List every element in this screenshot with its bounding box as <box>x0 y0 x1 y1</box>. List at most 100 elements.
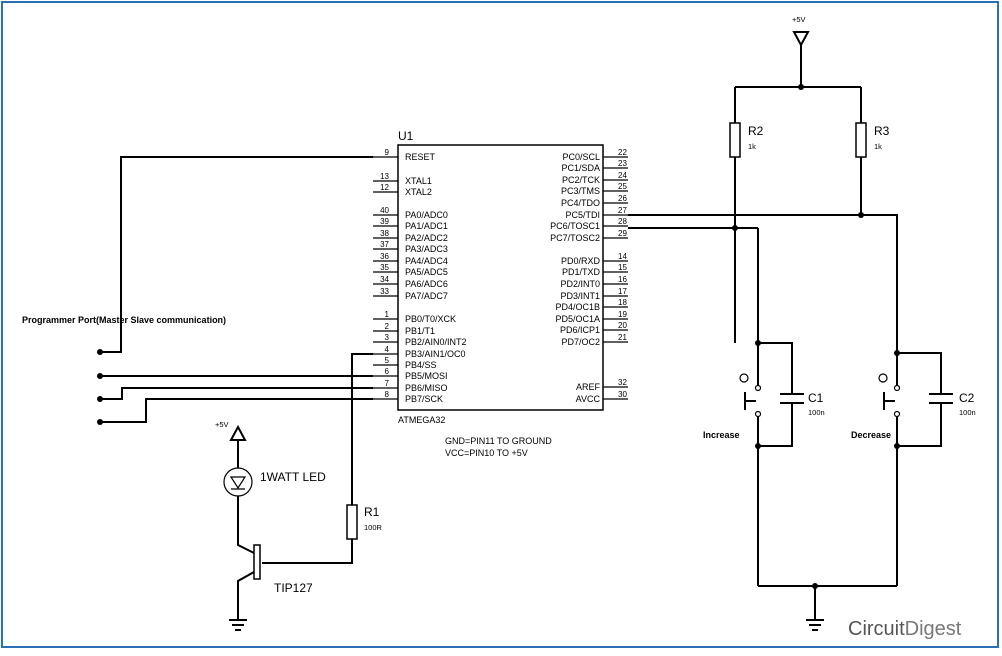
wire-ground <box>758 585 897 620</box>
wire-led-collector <box>237 496 255 554</box>
junction-c2-bottom <box>894 443 900 449</box>
pin-number: 33 <box>380 287 389 296</box>
note-vcc: VCC=PIN10 TO +5V <box>445 448 528 458</box>
port-pin-miso <box>97 396 103 402</box>
pin-name: PD5/OC1A <box>555 314 600 324</box>
logo-circuit: Circuit <box>848 618 905 640</box>
pin-name: PA3/ADC3 <box>405 244 448 254</box>
pin-number: 1 <box>385 310 390 319</box>
pin-name: PB0/T0/XCK <box>405 314 456 324</box>
wire-c1-bottom <box>758 403 793 447</box>
pin-number: 21 <box>618 333 627 342</box>
pin-number: 14 <box>618 252 627 261</box>
btn-dec-contact-top <box>893 384 901 392</box>
pin-name: PD7/OC2 <box>561 337 600 347</box>
pin-name: PA1/ADC1 <box>405 221 448 231</box>
led-label: 1WATT LED <box>260 470 326 484</box>
circuitdigest-logo: CircuitDigest <box>848 618 962 640</box>
pin-number: 6 <box>385 367 390 376</box>
led-power-label: +5V <box>215 420 229 429</box>
pin-number: 19 <box>618 310 627 319</box>
btn-dec-contact-bottom <box>893 410 901 418</box>
wire-c1-top <box>758 342 793 394</box>
pin-name: PB3/AIN1/OC0 <box>405 349 466 359</box>
pin-number: 24 <box>618 171 627 180</box>
pin-name: PC2/TCK <box>562 175 600 185</box>
pin-name: PC4/TDO <box>561 198 600 208</box>
junction-c1-bottom <box>755 443 761 449</box>
led-circle <box>223 467 253 497</box>
wire-reset <box>100 156 373 353</box>
pin-number: 34 <box>380 275 389 284</box>
pin-number: 23 <box>618 159 627 168</box>
pin-number: 9 <box>385 148 390 157</box>
pin-name: PA4/ADC4 <box>405 256 448 266</box>
wire-r1-base <box>262 539 353 564</box>
wire-pb3 <box>351 353 373 505</box>
pin-name: XTAL2 <box>405 187 432 197</box>
pin-name: PD6/ICP1 <box>560 325 600 335</box>
c1-value: 100n <box>808 408 825 417</box>
pin-number: 7 <box>385 379 390 388</box>
c2-value: 100n <box>959 408 976 417</box>
pin-number: 20 <box>618 321 627 330</box>
logo-digest: Digest <box>905 618 962 640</box>
r3-value: 1k <box>874 142 882 151</box>
wire-c2-bottom <box>897 403 942 447</box>
pin-name: PD3/INT1 <box>560 291 600 301</box>
capacitor-c2 <box>929 393 953 404</box>
junction-ground <box>812 583 818 589</box>
pin-number: 28 <box>618 217 627 226</box>
pin-name: PB2/AIN0/INT2 <box>405 337 467 347</box>
pin-number: 18 <box>618 298 627 307</box>
pin-number: 3 <box>385 333 390 342</box>
mcu-part: ATMEGA32 <box>398 415 445 425</box>
resistor-r3 <box>855 122 867 158</box>
c1-ref: C1 <box>808 391 824 405</box>
pin-name: PB5/MOSI <box>405 371 448 381</box>
pin-name: PC1/SDA <box>561 163 600 173</box>
transistor-label: TIP127 <box>274 581 313 595</box>
pin-name: PC7/TOSC2 <box>550 233 600 243</box>
resistor-r1 <box>346 504 358 540</box>
port-pin-sck <box>97 419 103 425</box>
pin-number: 27 <box>618 206 627 215</box>
pin-number: 30 <box>618 390 627 399</box>
pin-number: 32 <box>618 378 627 387</box>
capacitor-c1 <box>780 393 804 404</box>
pin-number: 2 <box>385 322 390 331</box>
pin-number: 40 <box>380 206 389 215</box>
pin-name: PB1/T1 <box>405 326 435 336</box>
pin-number: 37 <box>380 240 389 249</box>
r2-ref: R2 <box>748 124 764 138</box>
pin-name: PD2/INT0 <box>560 279 600 289</box>
r2-value: 1k <box>748 142 756 151</box>
decrease-label: Decrease <box>851 430 891 440</box>
pin-name: PA0/ADC0 <box>405 210 448 220</box>
ground-icon-led <box>229 619 247 631</box>
port-pin-mosi <box>97 373 103 379</box>
logo-text: CircuitDigest <box>848 618 962 640</box>
programmer-port-label: Programmer Port(Master Slave communicati… <box>22 315 226 325</box>
r3-ref: R3 <box>874 124 890 138</box>
pin-number: 29 <box>618 229 627 238</box>
transistor-base <box>253 544 261 580</box>
pin-name: PC5/TDI <box>565 210 600 220</box>
junction-pc6 <box>732 225 738 231</box>
pin-number: 35 <box>380 263 389 272</box>
pin-number: 22 <box>618 148 627 157</box>
pin-number: 12 <box>380 183 389 192</box>
btn-inc-contact-top <box>754 384 762 392</box>
wire-miso <box>100 387 373 400</box>
pin-name: PB6/MISO <box>405 383 448 393</box>
pin-name: XTAL1 <box>405 176 432 186</box>
button-decrease <box>883 392 895 410</box>
pin-name: RESET <box>405 152 436 162</box>
wire-5v-rail <box>735 45 861 88</box>
diode-icon <box>229 476 247 490</box>
pin-name: PC3/TMS <box>561 186 600 196</box>
